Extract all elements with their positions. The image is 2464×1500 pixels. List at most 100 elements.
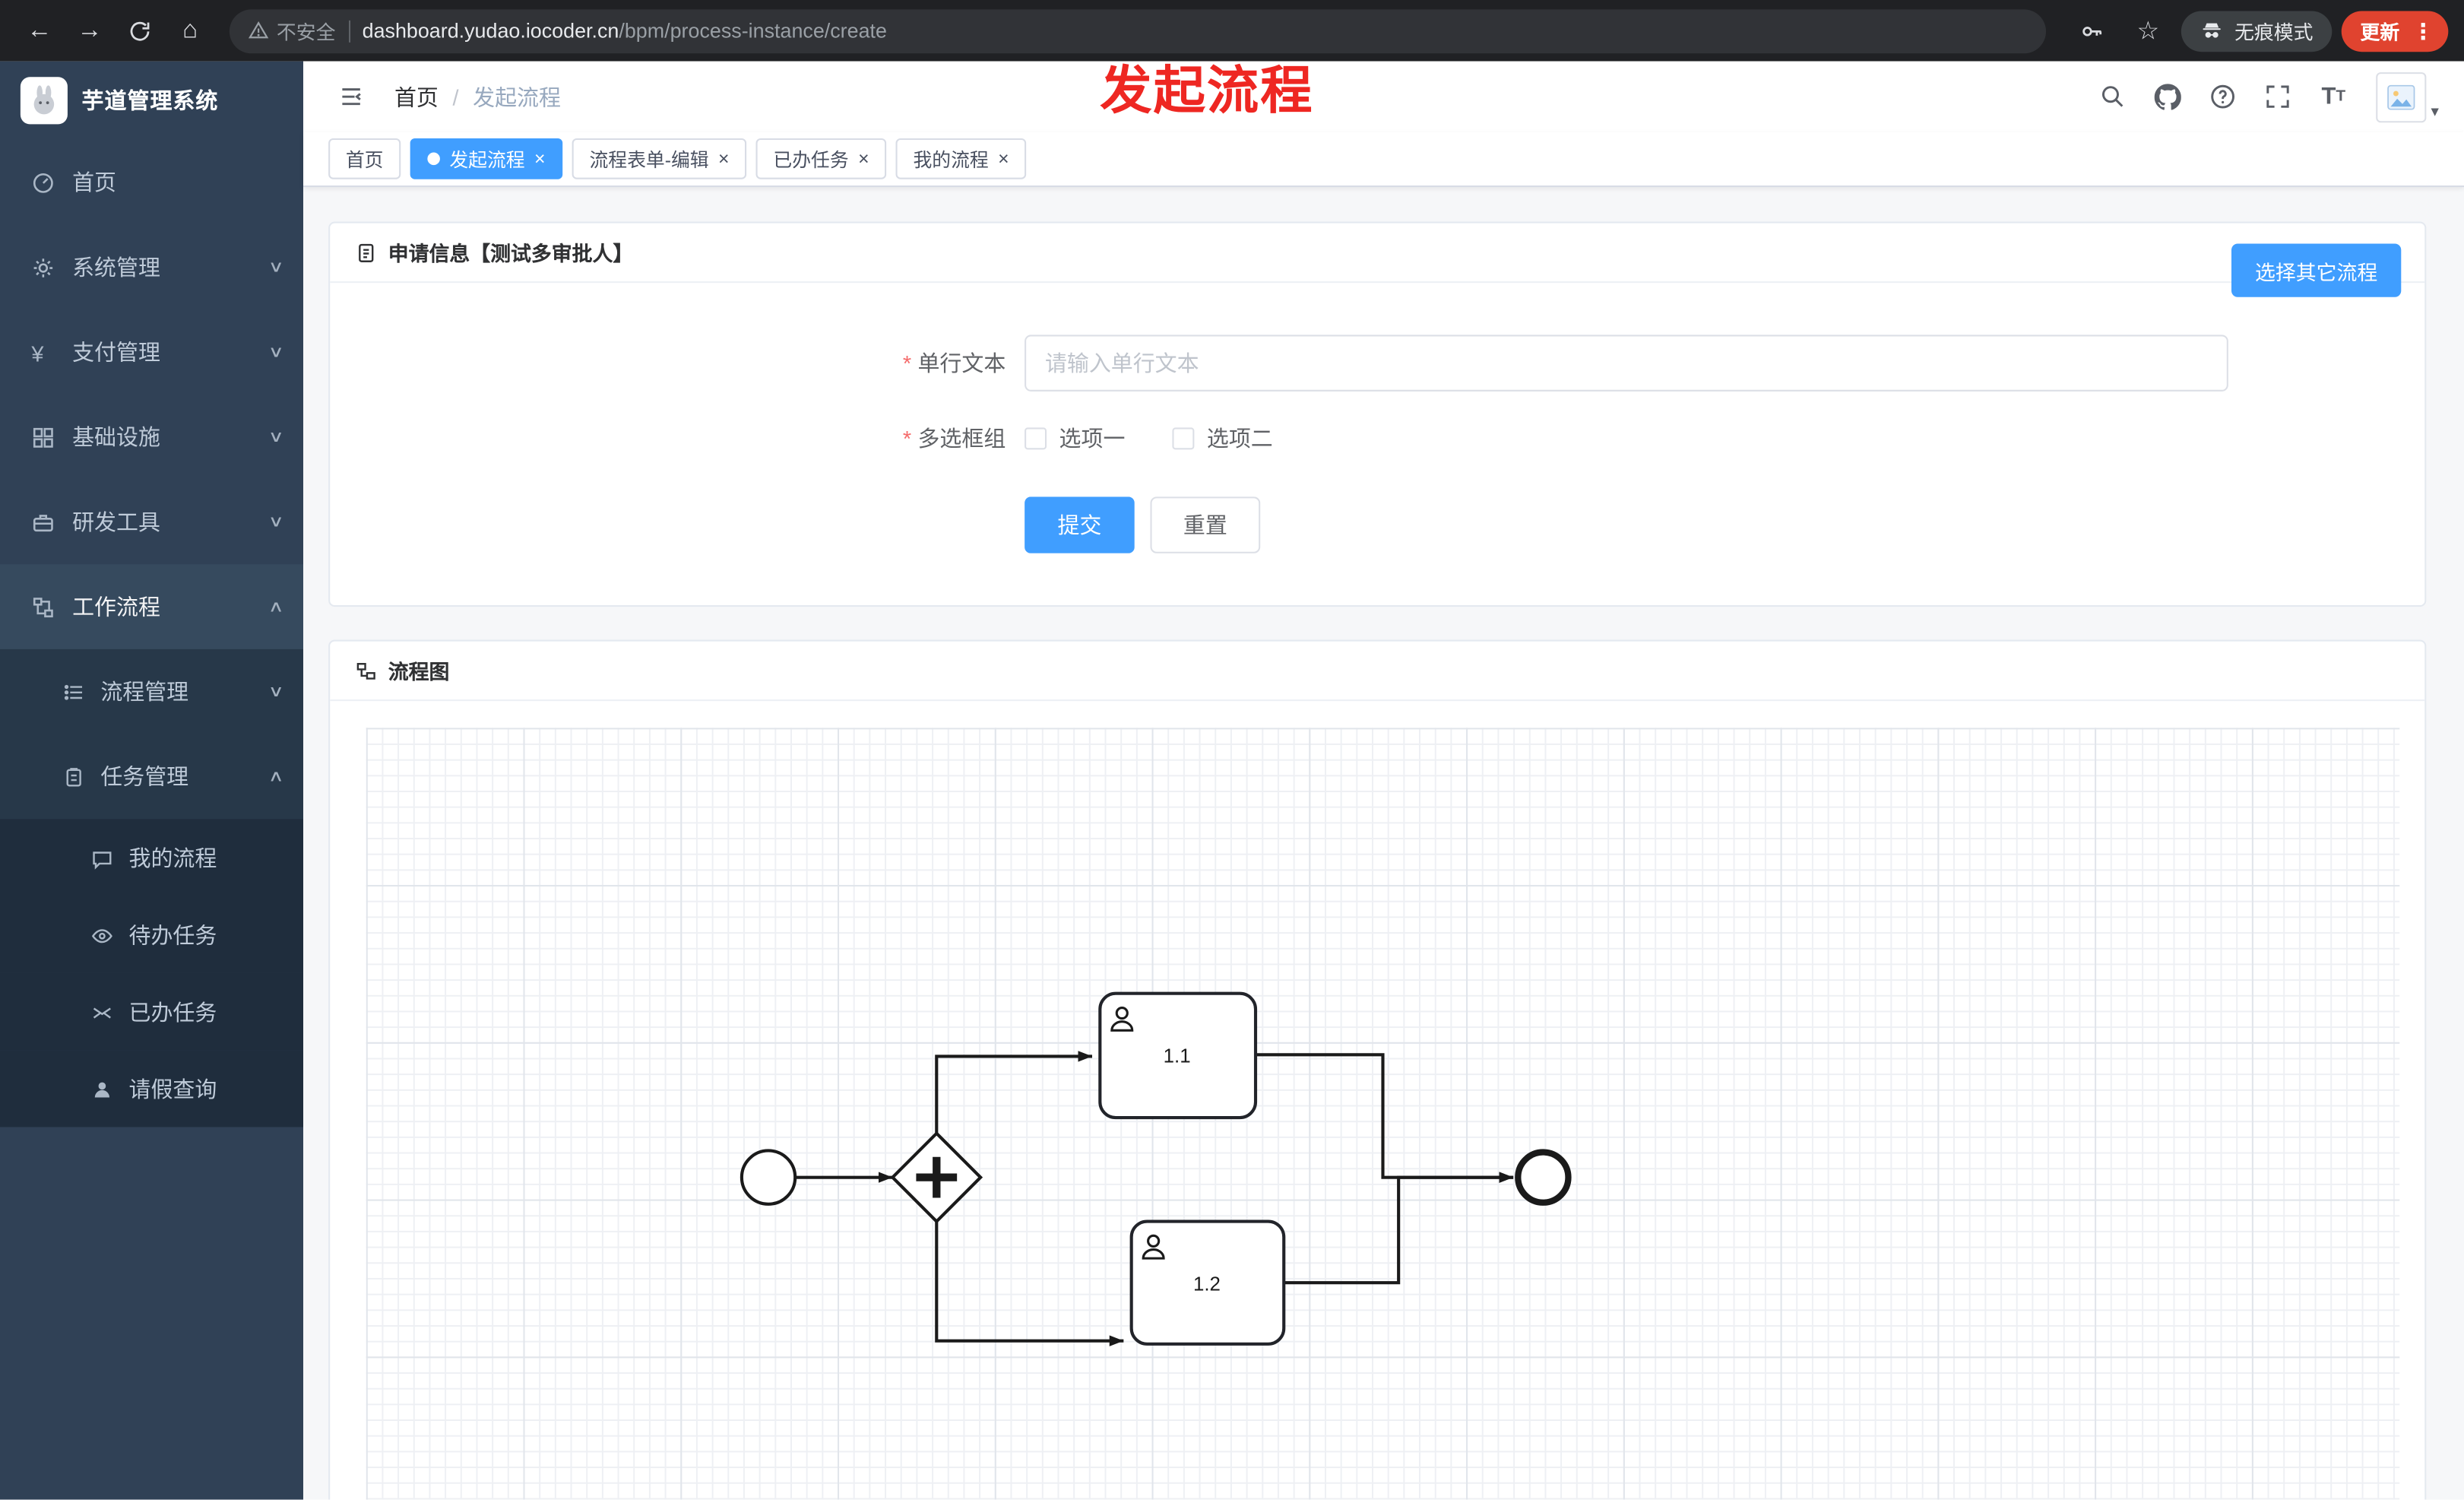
tab-label: 我的流程 [913,148,989,171]
app-frame: 芋道管理系统 首页 系统管理 ∨ ¥ 支付管理 ∨ 基础设施 ∨ [0,61,2464,1500]
select-other-process-button[interactable]: 选择其它流程 [2231,243,2402,297]
app-logo-row[interactable]: 芋道管理系统 [0,62,303,140]
tab-close-icon[interactable]: × [534,147,546,170]
form-row-checkbox-group: *多选框组 选项一 选项二 [330,423,2424,454]
sidebar-item-label: 流程管理 [100,679,189,705]
tab-close-icon[interactable]: × [717,147,730,170]
sidebar-item-system-management[interactable]: 系统管理 ∨ [0,225,303,310]
submit-button[interactable]: 提交 [1025,496,1135,553]
card-title: 流程图 [388,660,450,684]
required-asterisk: * [902,350,912,376]
bpmn-canvas[interactable]: 1.1 1.2 [366,728,2400,1500]
reset-button[interactable]: 重置 [1150,496,1261,553]
search-icon[interactable] [2089,73,2139,120]
sidebar-item-infrastructure[interactable]: 基础设施 ∨ [0,395,303,480]
sidebar-item-task-management[interactable]: 任务管理 ∧ [0,734,304,820]
checkbox-label: 选项二 [1206,426,1273,452]
sidebar-item-workflow[interactable]: 工作流程 ∧ [0,564,304,649]
chevron-down-icon: ∨ [267,258,284,276]
security-label: 不安全 [276,21,336,44]
sidebar-item-label: 我的流程 [128,845,217,871]
toolbox-icon [31,510,55,534]
user-task-1-2: 1.2 [1129,1219,1286,1346]
tab-initiate-process[interactable]: 发起流程 × [410,138,563,179]
sidebar-item-label: 支付管理 [72,339,160,365]
chevron-down-icon: ∨ [267,343,284,361]
tab-home[interactable]: 首页 [328,138,401,179]
active-tab-dot [427,152,440,166]
bpmn-diagram: 1.1 1.2 [740,991,1572,1346]
sidebar-fold-icon[interactable] [328,75,372,119]
reload-icon[interactable] [116,7,163,54]
checkbox-icon[interactable] [1172,427,1195,450]
start-event [740,1149,797,1206]
user-icon [1110,1006,1134,1032]
task-label: 1.2 [1193,1273,1221,1295]
update-label: 更新 [2360,21,2400,44]
security-chip[interactable]: 不安全 [248,16,336,46]
key-icon[interactable] [2068,7,2115,54]
checkbox-icon[interactable] [1025,427,1047,450]
help-icon[interactable] [2199,73,2249,120]
sidebar-item-pending-tasks[interactable]: 待办任务 [0,896,304,973]
tab-label: 流程表单-编辑 [589,148,709,171]
sidebar-item-label: 任务管理 [100,763,189,789]
sidebar-item-done-tasks[interactable]: 已办任务 [0,972,304,1051]
browser-update-button[interactable]: 更新 ⋮ [2341,10,2449,52]
fullscreen-icon[interactable] [2253,73,2304,120]
breadcrumb-home[interactable]: 首页 [394,84,439,109]
address-bar[interactable]: 不安全 dashboard.yudao.iocoder.cn/bpm/proce… [229,8,2046,53]
chevron-down-icon: ∨ [267,428,284,446]
forward-icon[interactable]: → [77,16,103,43]
dashboard-icon [31,170,55,194]
sidebar-item-leave-query[interactable]: 请假查询 [0,1050,304,1127]
bookmark-star-icon[interactable]: ☆ [2136,17,2160,45]
page-content: 申请信息【测试多审批人】 选择其它流程 *单行文本 *多选框组 [303,187,2464,1500]
flow-task-1-1-to-end [1256,1053,1514,1183]
form-row-single-line-text: *单行文本 [330,335,2424,392]
page-title-overlay: 发起流程 [1100,61,1314,120]
sidebar-item-payment-management[interactable]: ¥ 支付管理 ∨ [0,309,303,395]
flow-gateway-to-task-1-2 [935,1219,1124,1346]
chat-bubble-icon [91,846,113,869]
chevron-down-icon: ∨ [267,683,284,701]
sidebar-item-label: 待办任务 [128,921,217,947]
sidebar-item-home[interactable]: 首页 [0,140,303,225]
field-label: *单行文本 [902,350,1006,376]
checkbox-label: 选项一 [1059,426,1126,452]
browser-actions: ☆ 无痕模式 更新 ⋮ [2068,7,2449,54]
tab-label: 首页 [345,148,384,171]
browser-toolbar: ← → ⌂ 不安全 dashboard.yudao.iocoder.cn/bpm… [0,0,2464,62]
browser-menu-kebab-icon[interactable]: ⋮ [2412,17,2434,43]
user-menu[interactable]: ▾ [2376,71,2439,122]
chevron-down-icon: ∨ [267,513,284,531]
chevron-up-icon: ∧ [267,598,284,616]
sidebar-item-label: 工作流程 [72,594,160,620]
required-asterisk: * [902,426,912,452]
tab-process-form-edit[interactable]: 流程表单-编辑 × [572,138,747,179]
sidebar-item-process-management[interactable]: 流程管理 ∨ [0,649,304,734]
omnibox-separator [348,19,350,42]
sidebar-item-my-processes[interactable]: 我的流程 [0,819,304,896]
github-icon[interactable] [2143,73,2193,120]
parallel-gateway [890,1131,983,1224]
checkbox-option-1[interactable]: 选项一 [1025,423,1125,454]
end-event [1515,1149,1572,1206]
tab-close-icon[interactable]: × [858,147,869,170]
back-icon[interactable]: ← [27,16,52,43]
field-label: *多选框组 [902,426,1006,452]
tab-my-processes[interactable]: 我的流程 × [895,138,1027,179]
tab-done-tasks[interactable]: 已办任务 × [755,138,887,179]
checkbox-option-2[interactable]: 选项二 [1172,423,1273,454]
home-icon[interactable]: ⌂ [182,16,198,43]
sidebar-item-dev-tools[interactable]: 研发工具 ∨ [0,480,303,565]
url-text[interactable]: dashboard.yudao.iocoder.cn/bpm/process-i… [363,19,887,43]
single-line-text-input[interactable] [1025,335,2228,392]
breadcrumb-separator: / [452,84,459,109]
sidebar-item-label: 研发工具 [72,509,160,534]
tab-close-icon[interactable]: × [998,147,1009,170]
breadcrumb: 首页 / 发起流程 [394,81,561,112]
